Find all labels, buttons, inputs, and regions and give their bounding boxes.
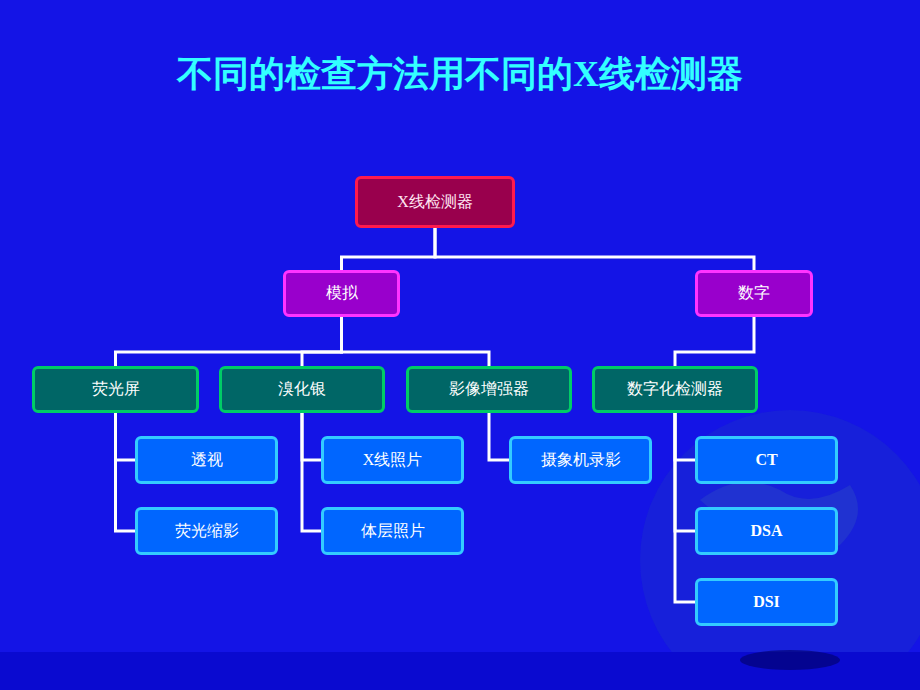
tree-connector <box>116 317 342 366</box>
detector-box: 数字 <box>695 270 813 317</box>
detector-box: 数字化检测器 <box>592 366 758 413</box>
detector-box: 荧光屏 <box>32 366 199 413</box>
globe-shadow <box>740 650 840 670</box>
tree-connector <box>675 317 754 366</box>
box-label: 模拟 <box>326 283 358 304</box>
box-label: 摄象机录影 <box>541 450 621 471</box>
box-label: 透视 <box>191 450 223 471</box>
detector-box: 影像增强器 <box>406 366 572 413</box>
tree-connector <box>489 413 509 460</box>
detector-box: DSA <box>695 507 838 555</box>
box-label: 影像增强器 <box>449 379 529 400</box>
detector-box: X线检测器 <box>355 176 515 228</box>
detector-box: X线照片 <box>321 436 464 484</box>
box-label: 荧光屏 <box>92 379 140 400</box>
slide-title: 不同的检查方法用不同的X线检测器 <box>0 50 920 99</box>
detector-box: DSI <box>695 578 838 626</box>
box-label: 荧光缩影 <box>175 521 239 542</box>
tree-connector <box>675 413 695 531</box>
tree-connector <box>435 228 754 270</box>
box-label: X线照片 <box>363 450 423 471</box>
box-label: DSI <box>753 593 780 611</box>
tree-connector <box>302 413 321 531</box>
box-label: DSA <box>750 522 782 540</box>
tree-connector <box>675 413 695 602</box>
tree-connector <box>675 413 695 460</box>
tree-connector <box>342 228 436 270</box>
box-label: X线检测器 <box>397 192 473 213</box>
detector-box: CT <box>695 436 838 484</box>
detector-box: 体层照片 <box>321 507 464 555</box>
box-label: 体层照片 <box>361 521 425 542</box>
box-label: 溴化银 <box>278 379 326 400</box>
tree-connector <box>116 413 136 531</box>
box-label: CT <box>755 451 777 469</box>
tree-connector <box>302 317 342 366</box>
tree-connector <box>116 413 136 460</box>
detector-box: 摄象机录影 <box>509 436 652 484</box>
detector-box: 模拟 <box>283 270 400 317</box>
detector-box: 溴化银 <box>219 366 385 413</box>
detector-box: 透视 <box>135 436 278 484</box>
tree-connector <box>342 317 490 366</box>
tree-connector <box>302 413 321 460</box>
box-label: 数字 <box>738 283 770 304</box>
detector-box: 荧光缩影 <box>135 507 278 555</box>
box-label: 数字化检测器 <box>627 379 723 400</box>
globe-decoration <box>640 410 920 690</box>
